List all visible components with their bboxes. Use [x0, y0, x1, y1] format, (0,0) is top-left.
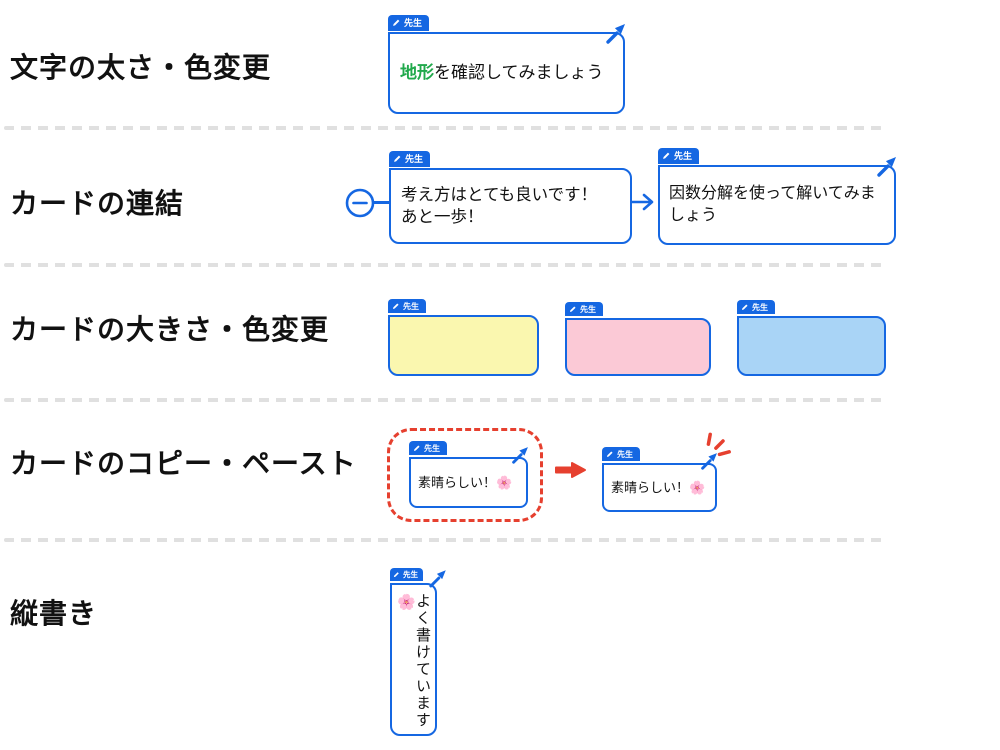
card-text: 地形を確認してみましょう	[400, 62, 604, 82]
section-label-vertical: 縦書き	[10, 598, 98, 629]
card-text: 考え方はとても良いです！ あと一歩！	[401, 185, 598, 226]
card-tab: 先生	[565, 302, 603, 316]
link-arrow-icon	[629, 193, 654, 211]
dashed-separator	[4, 126, 882, 130]
highlighted-word: 地形	[400, 62, 434, 82]
open-card-arrow-icon[interactable]	[870, 151, 902, 183]
card-text: 素晴らしい！🌸	[611, 479, 706, 495]
dashed-separator	[4, 398, 882, 402]
selection-dashed-frame	[387, 428, 543, 522]
card-text: よく書けています🌸	[397, 593, 432, 729]
pencil-icon	[606, 451, 613, 458]
card-tab-label: 先生	[617, 449, 633, 459]
card-tab: 先生	[389, 150, 431, 167]
teacher-card-yellow[interactable]: 先生	[388, 297, 539, 376]
pencil-icon	[569, 306, 576, 313]
card-tab-label: 先生	[580, 304, 596, 314]
card-text: 因数分解を使って解いてみましょう	[669, 185, 876, 224]
pencil-icon	[393, 19, 400, 26]
card-fill	[737, 316, 886, 376]
section-label-link: カードの連結	[10, 188, 185, 219]
pencil-icon	[413, 445, 420, 452]
card-fill	[388, 315, 539, 376]
link-line	[374, 201, 390, 204]
pencil-icon	[394, 155, 401, 162]
open-card-arrow-icon[interactable]	[695, 448, 722, 475]
card-tab: 先生	[602, 447, 640, 461]
card-tab-label: 先生	[403, 570, 418, 579]
card-tab-label: 先生	[403, 301, 419, 311]
open-card-arrow-icon[interactable]	[423, 565, 451, 593]
emphasis-sparkle-icon	[706, 432, 731, 457]
card-tab-label: 先生	[404, 18, 423, 28]
card-tab-label: 先生	[752, 302, 768, 312]
card-tab: 先生	[737, 300, 775, 314]
teacher-card-pink[interactable]: 先生	[565, 300, 711, 376]
teacher-card-copy-paste[interactable]: 先生 素晴らしい！🌸	[602, 445, 717, 512]
teacher-card-link-a[interactable]: 先生 考え方はとても良いです！ あと一歩！	[389, 150, 632, 244]
open-card-arrow-icon[interactable]	[599, 18, 631, 50]
teacher-card-copy-source[interactable]: 先生 素晴らしい！🌸	[409, 439, 528, 508]
paste-arrow-icon	[555, 462, 586, 478]
collapse-minus-button[interactable]	[344, 187, 376, 219]
card-tab: 先生	[409, 441, 447, 455]
pencil-icon	[392, 303, 399, 310]
teacher-card-link-b[interactable]: 先生 因数分解を使って解いてみましょう	[658, 147, 896, 245]
pencil-icon	[741, 304, 748, 311]
card-tab: 先生	[390, 568, 423, 581]
dashed-separator	[4, 538, 882, 542]
card-tab: 先生	[388, 299, 426, 313]
card-tab: 先生	[658, 147, 700, 164]
section-label-card-color: カードの大きさ・色変更	[10, 314, 330, 345]
open-card-arrow-icon[interactable]	[506, 442, 533, 469]
card-text: 素晴らしい！🌸	[418, 474, 513, 490]
dashed-separator	[4, 263, 882, 267]
teacher-card-blue[interactable]: 先生	[737, 298, 886, 376]
card-fill	[565, 318, 711, 376]
card-tab-label: 先生	[405, 154, 424, 164]
pencil-icon	[393, 572, 399, 578]
card-tab: 先生	[388, 14, 430, 31]
card-tab-label: 先生	[674, 151, 693, 161]
section-label-copy-paste: カードのコピー・ペースト	[10, 448, 357, 479]
card-tab-label: 先生	[424, 443, 440, 453]
pencil-icon	[663, 152, 670, 159]
teacher-card-vertical[interactable]: 先生 よく書けています🌸	[390, 565, 446, 736]
section-label-text-style: 文字の太さ・色変更	[10, 52, 272, 83]
teacher-card-text-style[interactable]: 先生 地形を確認してみましょう	[388, 14, 625, 114]
